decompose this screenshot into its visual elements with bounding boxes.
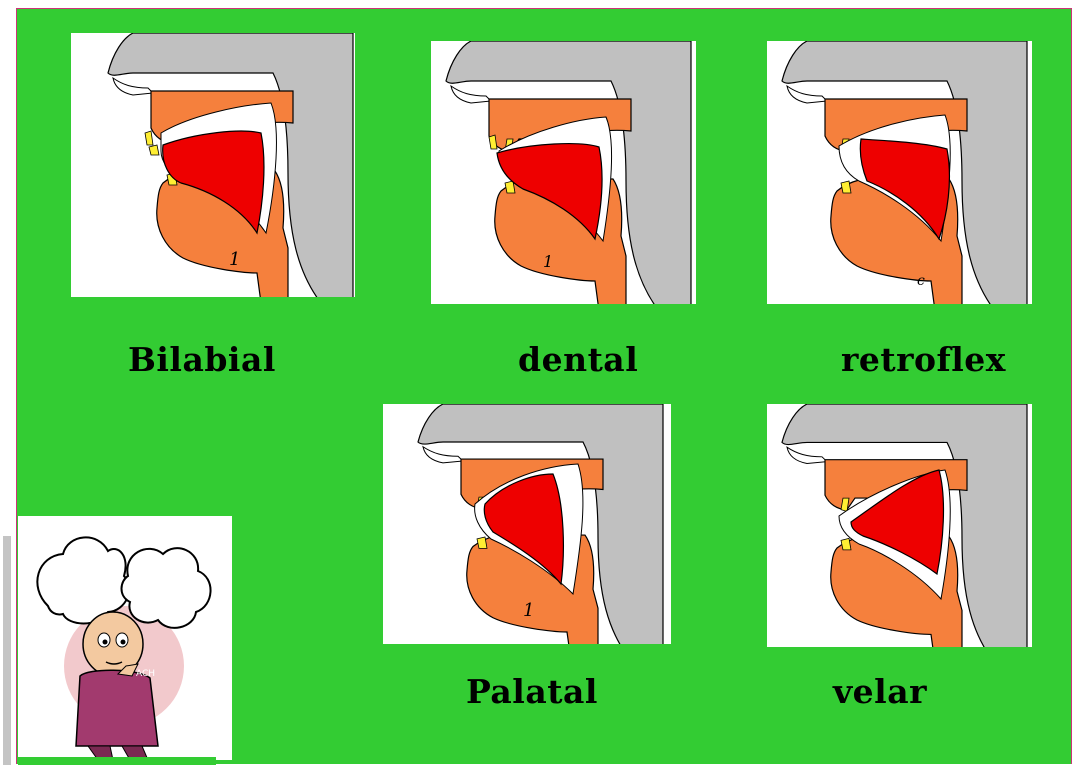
label-palatal: Palatal — [466, 672, 598, 711]
velar-diagram — [767, 404, 1032, 647]
bilabial-diagram: 1 — [71, 33, 355, 297]
label-retroflex: retroflex — [841, 340, 1006, 379]
label-dental: dental — [518, 340, 638, 379]
svg-text:1: 1 — [229, 249, 240, 270]
mascot-base-strip — [18, 757, 216, 765]
thinking-mascot-image: ACH — [18, 516, 232, 760]
label-bilabial: Bilabial — [128, 340, 276, 379]
dental-diagram: 1 — [431, 41, 696, 304]
left-gray-strip — [3, 536, 11, 765]
label-velar: velar — [833, 672, 927, 711]
svg-text:1: 1 — [543, 252, 553, 271]
svg-text:1: 1 — [523, 600, 534, 621]
palatal-diagram: 1 — [383, 404, 671, 644]
svg-text:c: c — [917, 273, 925, 289]
watermark-text: ACH — [136, 669, 155, 679]
retroflex-diagram: c — [767, 41, 1032, 304]
